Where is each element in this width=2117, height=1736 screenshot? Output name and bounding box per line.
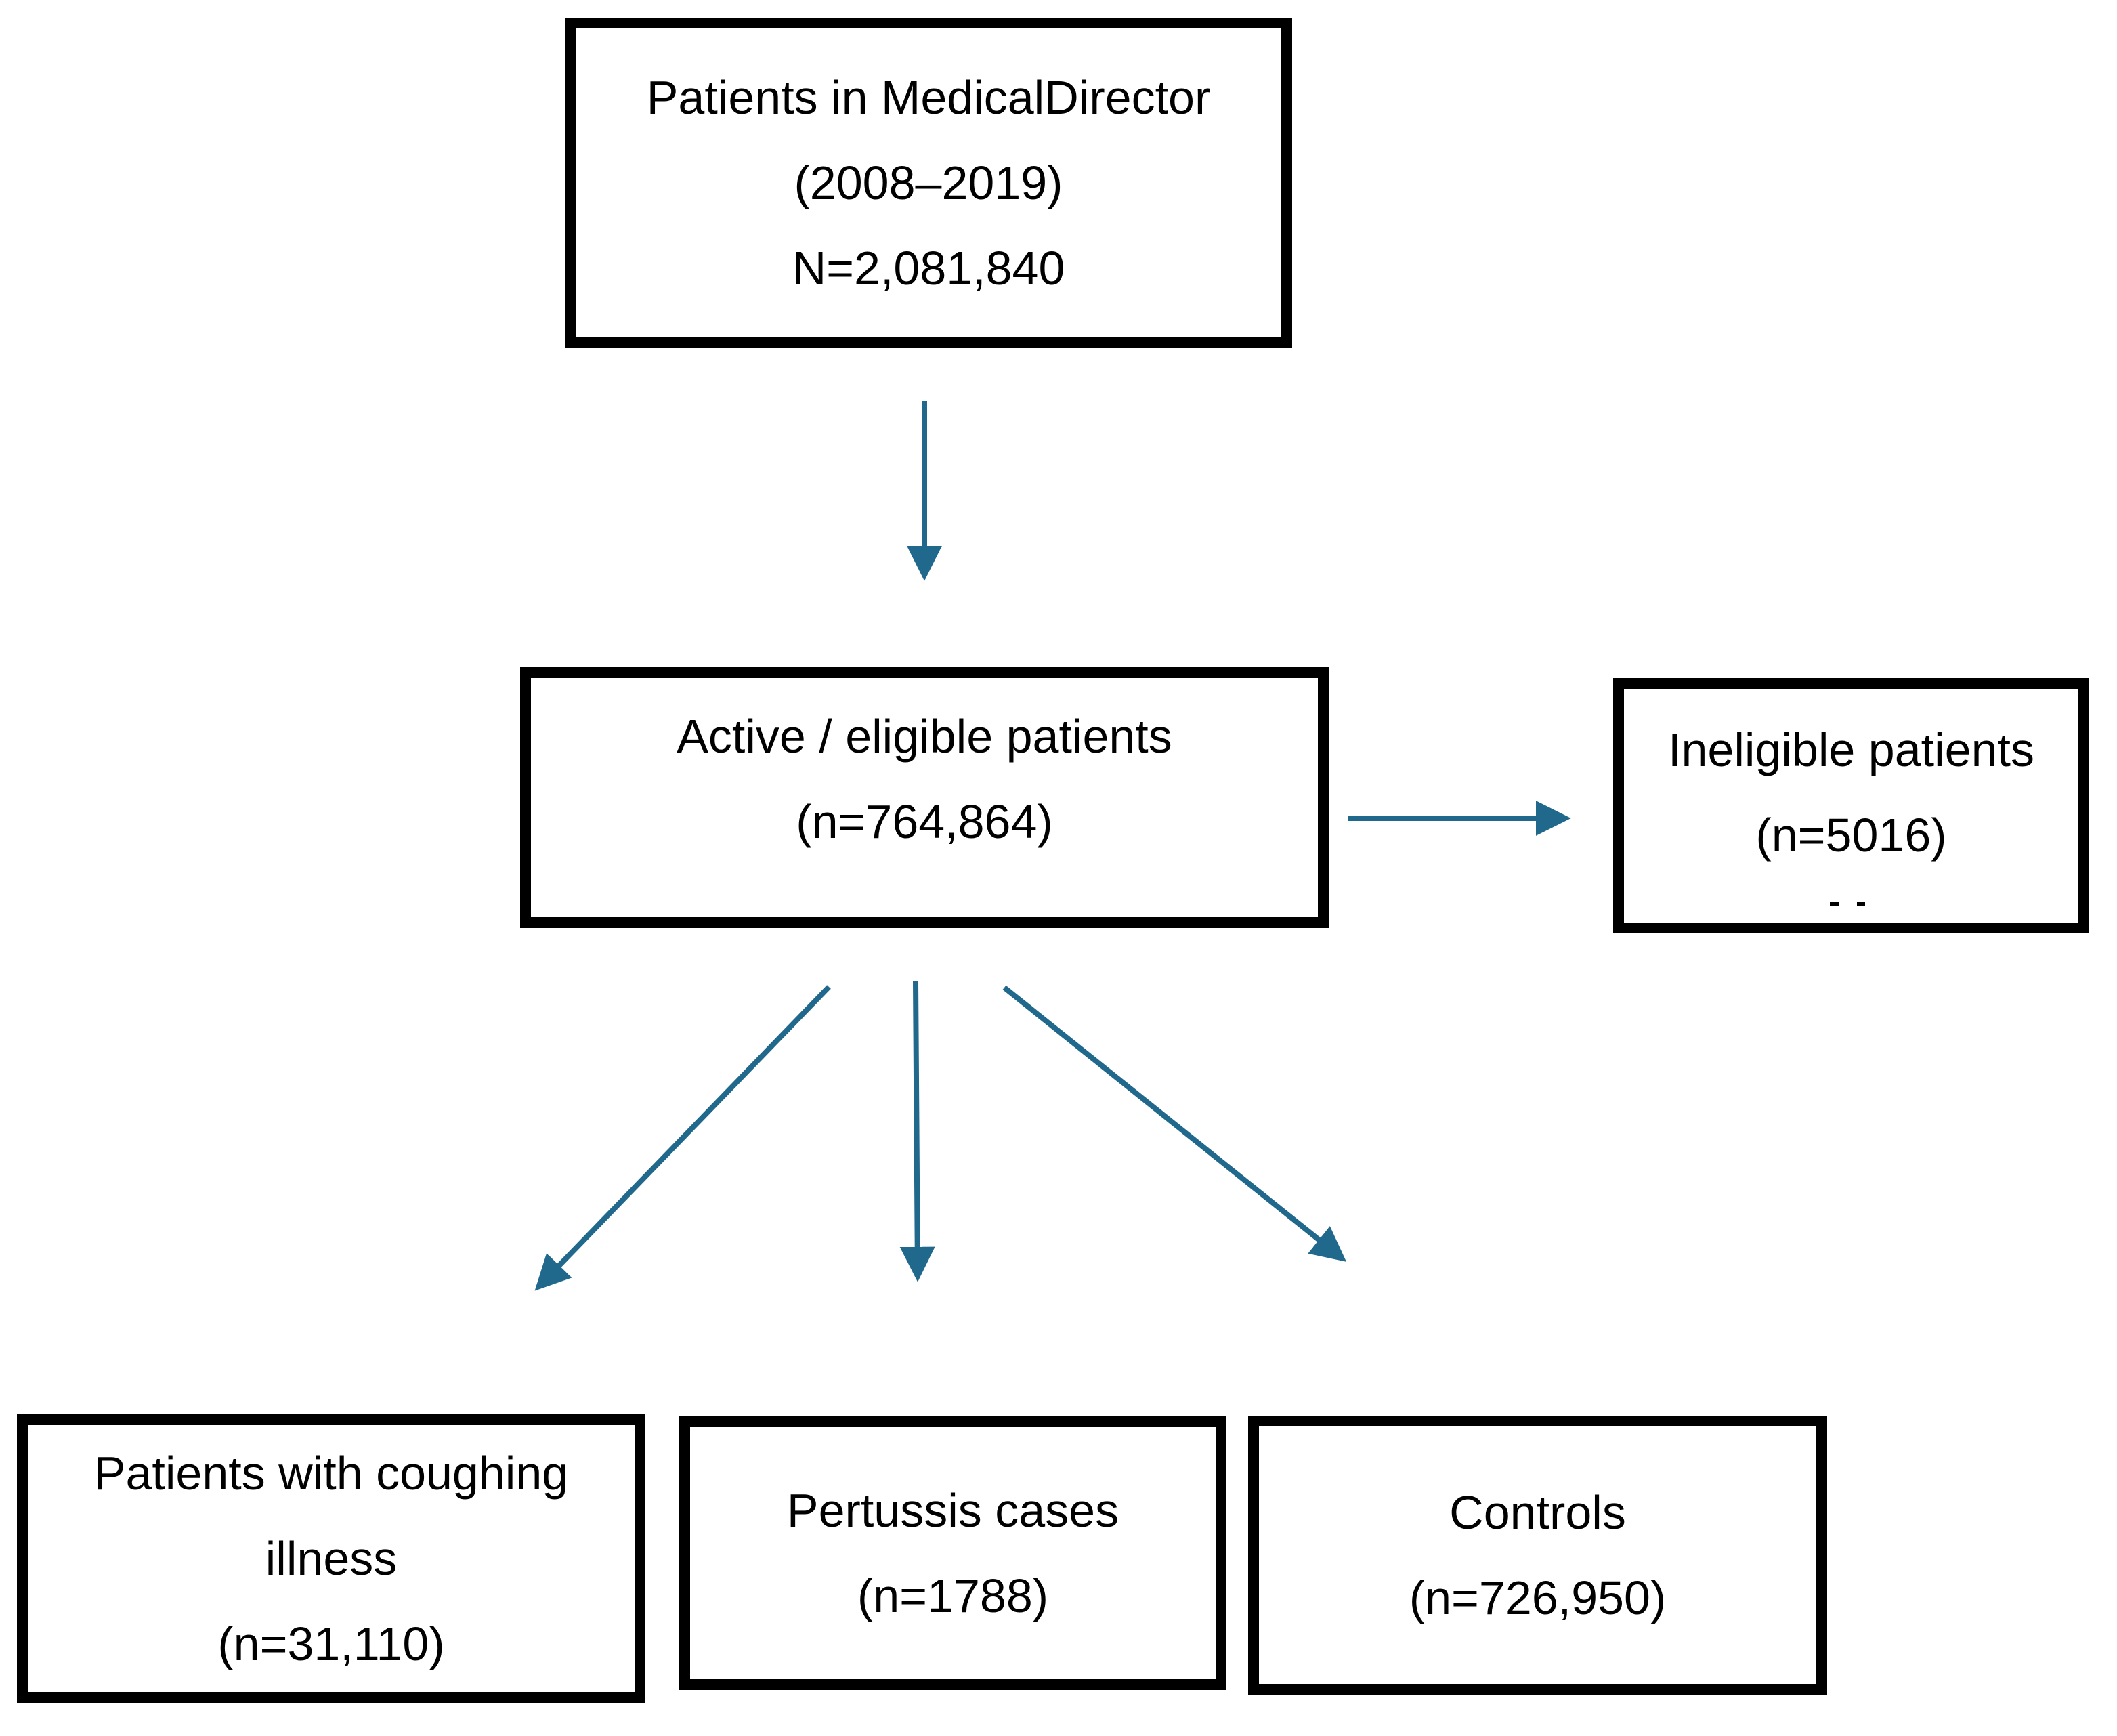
- source-patients-box: Patients in MedicalDirector (2008–2019) …: [565, 18, 1292, 348]
- pertussis-cases-box: Pertussis cases (n=1788): [679, 1416, 1226, 1690]
- source-box-line: N=2,081,840: [792, 242, 1065, 295]
- coughing-box-line: Patients with coughing: [93, 1447, 569, 1500]
- arrow-eligible-to-coughing: [534, 985, 831, 1291]
- source-box-line: (2008–2019): [794, 156, 1063, 209]
- controls-box: Controls (n=726,950): [1248, 1416, 1827, 1695]
- artifact-dash: [1857, 902, 1865, 906]
- controls-box-line: Controls: [1449, 1486, 1626, 1539]
- artifact-dash: [1830, 902, 1839, 906]
- pertussis-box-line: Pertussis cases: [786, 1484, 1119, 1537]
- arrow-eligible-to-pertussis: [899, 980, 935, 1282]
- ineligible-box-line: (n=5016): [1755, 808, 1947, 862]
- controls-box-line: (n=726,950): [1409, 1571, 1667, 1624]
- coughing-box-line: (n=31,110): [217, 1617, 445, 1670]
- eligible-box-line: Active / eligible patients: [677, 710, 1172, 763]
- coughing-illness-box: Patients with coughing illness (n=31,110…: [17, 1414, 645, 1703]
- ineligible-box-line: Ineligible patients: [1668, 723, 2034, 776]
- eligible-patients-box: Active / eligible patients (n=764,864): [520, 667, 1329, 928]
- eligible-box-line: (n=764,864): [796, 795, 1053, 848]
- pertussis-box-line: (n=1788): [857, 1569, 1049, 1622]
- ineligible-patients-box: Ineligible patients (n=5016): [1613, 678, 2089, 933]
- coughing-box-line: illness: [265, 1532, 398, 1585]
- arrow-eligible-to-controls: [1002, 985, 1347, 1262]
- source-box-line: Patients in MedicalDirector: [646, 71, 1211, 124]
